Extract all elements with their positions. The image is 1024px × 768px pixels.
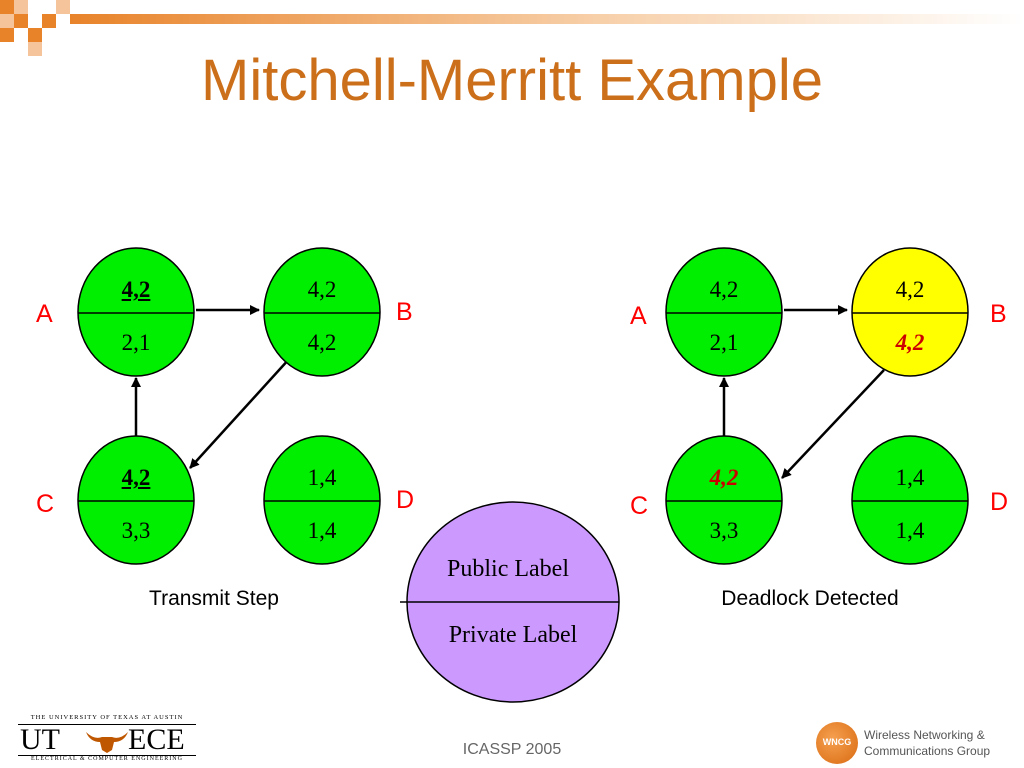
- right-letter-c: C: [630, 492, 649, 520]
- right-node-c-private: 3,3: [709, 518, 739, 543]
- left-letter-b: B: [396, 298, 413, 326]
- right-letter-a: A: [630, 302, 647, 330]
- right-node-a-public: 4,2: [709, 277, 739, 302]
- right-node-c-public: 4,2: [709, 465, 739, 490]
- legend-public-label: Public Label: [447, 556, 569, 582]
- wncg-logo: WNCG Wireless Networking & Communication…: [816, 720, 1016, 764]
- left-node-d-private: 1,4: [307, 518, 337, 543]
- left-node-a-public: 4,2: [121, 277, 151, 302]
- header-decoration: [0, 0, 1024, 60]
- left-node-c-private: 3,3: [121, 518, 151, 543]
- left-node-b-private: 4,2: [307, 330, 337, 355]
- legend-private-label: Private Label: [448, 622, 578, 648]
- header-gradient-bar: [70, 14, 1024, 24]
- right-node-d: [851, 435, 969, 565]
- right-node-d-private: 1,4: [895, 518, 925, 543]
- slide-title: Mitchell-Merritt Example: [201, 48, 823, 113]
- left-node-a: [77, 247, 195, 377]
- left-node-b-public: 4,2: [307, 277, 337, 302]
- left-node-c-public: 4,2: [121, 465, 151, 490]
- right-node-c: [665, 435, 783, 565]
- right-letter-b: B: [990, 300, 1007, 328]
- ut-logo-top-text: THE UNIVERSITY OF TEXAS AT AUSTIN: [30, 714, 184, 721]
- ut-logo-ece: ECE: [128, 723, 185, 756]
- left-edge-b-c: [189, 357, 291, 469]
- left-node-d: [263, 435, 381, 565]
- ut-ece-logo: THE UNIVERSITY OF TEXAS AT AUSTIN UT ECE…: [18, 714, 196, 764]
- left-node-d-public: 1,4: [307, 465, 337, 490]
- left-letter-a: A: [36, 300, 53, 328]
- wncg-line2: Communications Group: [864, 744, 991, 758]
- ut-logo-ut: UT: [20, 723, 60, 756]
- right-node-b-public: 4,2: [895, 277, 925, 302]
- wncg-badge: [816, 722, 858, 764]
- left-node-a-private: 2,1: [121, 330, 151, 355]
- left-caption: Transmit Step: [149, 587, 279, 610]
- wncg-line1: Wireless Networking &: [864, 728, 985, 742]
- right-node-a-private: 2,1: [709, 330, 739, 355]
- right-node-b-private: 4,2: [895, 330, 925, 355]
- right-edge-b-c: [781, 369, 885, 479]
- wncg-badge-text: WNCG: [822, 737, 852, 747]
- left-node-b: [263, 247, 381, 377]
- left-letter-d: D: [396, 486, 415, 514]
- left-letter-c: C: [36, 490, 55, 518]
- right-caption: Deadlock Detected: [721, 587, 899, 610]
- right-node-b: [851, 247, 969, 377]
- left-node-c: [77, 435, 195, 565]
- footer-text: ICASSP 2005: [462, 741, 562, 758]
- right-node-a: [665, 247, 783, 377]
- legend-node: [400, 501, 620, 703]
- longhorn-icon: [86, 732, 128, 753]
- right-letter-d: D: [990, 488, 1009, 516]
- right-node-d-public: 1,4: [895, 465, 925, 490]
- ut-logo-bottom-text: ELECTRICAL & COMPUTER ENGINEERING: [31, 756, 183, 762]
